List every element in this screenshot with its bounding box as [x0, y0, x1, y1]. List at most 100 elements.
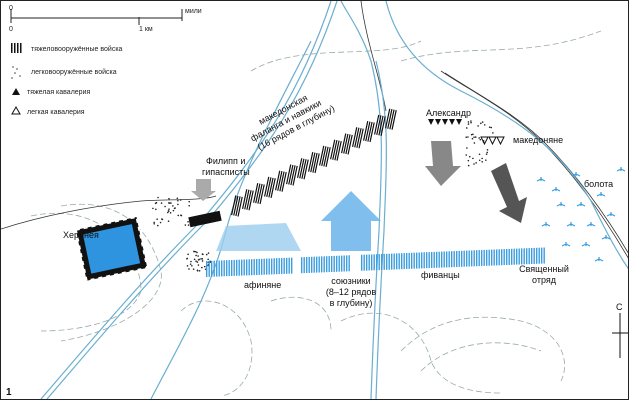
- allied-unit-mark: [473, 250, 475, 267]
- light-infantry-dot: [472, 157, 474, 160]
- allied-unit-mark: [333, 255, 335, 272]
- allied-unit-mark: [481, 250, 483, 266]
- light-infantry-dot: [488, 126, 491, 128]
- allied-unit-mark: [461, 250, 463, 267]
- allied-unit-mark: [288, 257, 290, 274]
- light-infantry-dot: [172, 205, 174, 207]
- phalanx-unit-mark: [343, 133, 349, 154]
- allied-unit-mark: [523, 248, 525, 265]
- light-infantry-dot: [471, 137, 474, 140]
- allied-unit-mark: [286, 257, 288, 274]
- light-infantry-dot: [164, 205, 166, 208]
- light-infantry-dot: [490, 126, 493, 129]
- phalanx-unit-mark: [352, 127, 358, 147]
- phalanx-unit-mark: [259, 184, 265, 205]
- allied-unit-mark: [516, 248, 518, 265]
- light-infantry-dot: [473, 142, 476, 144]
- light-infantry-dot: [195, 254, 197, 257]
- light-infantry-dot: [486, 148, 489, 151]
- light-infantry-dot: [189, 263, 192, 265]
- allied-unit-mark: [418, 252, 420, 269]
- hypaspist-block: [188, 210, 222, 228]
- light-cavalry-marker: [488, 136, 497, 146]
- light-infantry-dot: [169, 202, 171, 204]
- allied-unit-mark: [466, 250, 468, 267]
- phalanx-unit-mark: [237, 196, 243, 217]
- light-infantry-dot: [157, 224, 159, 227]
- allied-unit-mark: [388, 253, 390, 270]
- light-infantry-dot: [188, 204, 191, 207]
- allied-unit-mark: [373, 254, 375, 271]
- label-allies-depth-2: в глубину): [330, 298, 373, 308]
- allied-battle-line: [206, 247, 545, 277]
- allied-unit-mark: [506, 249, 508, 265]
- allied-unit-mark: [536, 247, 538, 264]
- light-infantry-dot: [196, 251, 198, 254]
- phalanx-unit-mark: [376, 115, 382, 136]
- phalanx-unit-mark: [341, 133, 347, 154]
- allied-unit-mark: [441, 251, 443, 268]
- scale-zero-bottom: 0: [9, 26, 13, 33]
- phalanx-unit-mark: [389, 109, 395, 130]
- macedonian-phalanx: [188, 108, 397, 228]
- allied-unit-mark: [393, 253, 395, 270]
- allied-unit-mark: [341, 255, 343, 272]
- heavy-cavalry-marker: [456, 119, 462, 125]
- marsh-symbol: [606, 212, 616, 217]
- scale-bar: [10, 9, 183, 25]
- light-infantry-dot: [473, 163, 475, 165]
- light-infantry-dot: [197, 259, 200, 261]
- light-infantry-dot: [465, 136, 468, 138]
- allied-unit-mark: [363, 254, 365, 271]
- marsh-symbol: [596, 192, 606, 197]
- light-infantry-dot: [155, 201, 158, 204]
- light-infantry-dot: [186, 257, 188, 260]
- light-infantry-dot: [179, 199, 182, 201]
- allied-unit-mark: [216, 260, 218, 277]
- allied-unit-mark: [371, 254, 373, 271]
- scale-mile-unit: мили: [185, 8, 202, 15]
- phalanx-unit-mark: [374, 114, 380, 135]
- phalanx-unit-mark: [325, 147, 331, 167]
- phalanx-unit-mark: [281, 171, 287, 192]
- light-infantry-dot: [472, 133, 474, 136]
- allied-unit-mark: [261, 258, 263, 275]
- light-infantry-dot: [184, 224, 187, 226]
- allied-unit-mark: [236, 259, 238, 276]
- light-infantry-dot: [186, 265, 189, 267]
- allied-unit-mark: [451, 251, 453, 268]
- heavy-cavalry-marker: [428, 119, 434, 125]
- allied-unit-mark: [331, 256, 333, 272]
- phalanx-unit-mark: [314, 153, 320, 174]
- marsh-symbols: [536, 167, 626, 262]
- philip-retreat-arrow: [191, 179, 216, 201]
- light-infantry-dot: [169, 212, 172, 214]
- phalanx-unit-mark: [242, 189, 248, 209]
- allied-unit-mark: [211, 260, 213, 277]
- allied-unit-mark: [518, 248, 520, 265]
- allied-unit-mark: [471, 250, 473, 267]
- allied-unit-mark: [493, 249, 495, 266]
- phalanx-unit-mark: [321, 146, 327, 167]
- allied-unit-mark: [378, 254, 380, 271]
- allied-unit-mark: [423, 252, 425, 269]
- light-infantry-dot: [157, 196, 159, 199]
- light-infantry-dot: [177, 214, 180, 217]
- roads: [1, 1, 628, 259]
- light-infantry-dot: [481, 157, 483, 160]
- light-infantry-dot: [470, 121, 472, 124]
- label-athenians: афиняне: [244, 280, 281, 290]
- allied-unit-mark: [233, 259, 235, 276]
- allied-unit-mark: [266, 258, 268, 275]
- phalanx-unit-mark: [385, 108, 391, 129]
- phalanx-unit-mark: [310, 152, 316, 173]
- light-infantry-dot: [477, 125, 479, 127]
- phalanx-unit-mark: [297, 158, 303, 178]
- light-infantry-dot: [168, 208, 170, 210]
- phalanx-unit-mark: [354, 127, 360, 148]
- marsh-symbol: [616, 167, 626, 172]
- light-infantry-dot: [479, 138, 482, 141]
- light-infantry-dot: [156, 218, 158, 220]
- allied-unit-mark: [361, 254, 363, 271]
- light-infantry-dot: [201, 260, 204, 262]
